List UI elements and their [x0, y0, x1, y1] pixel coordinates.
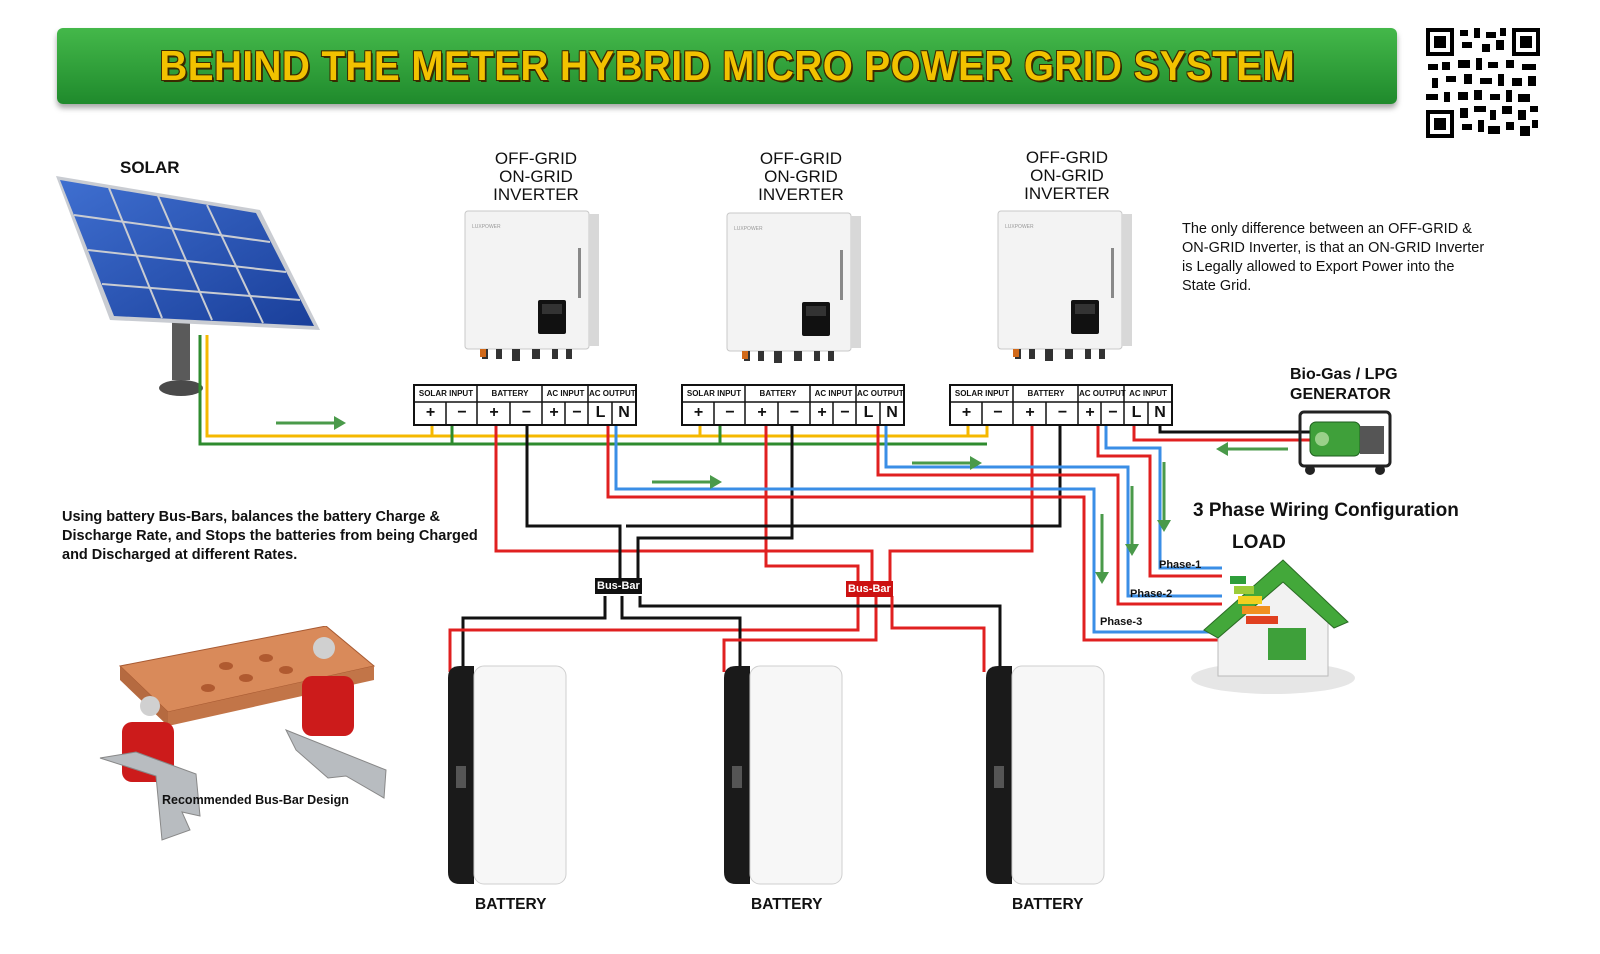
title-banner: BEHIND THE METER HYBRID MICRO POWER GRID…	[57, 28, 1397, 104]
inv2-battery-label: BATTERY	[759, 389, 797, 398]
busbar-positive-label: Bus-Bar	[846, 581, 893, 597]
three-phase-label: 3 Phase Wiring Configuration	[1193, 500, 1459, 521]
inv1-battery-positive-wire	[494, 423, 874, 582]
recommended-busbar-label: Recommended Bus-Bar Design	[162, 793, 349, 807]
terminal-symbol: −	[521, 404, 532, 421]
terminal-symbol: +	[757, 404, 767, 421]
battery-3-icon	[986, 665, 1105, 885]
inv1-battery-negative-wire	[525, 423, 622, 578]
busbar-note: Using battery Bus-Bars, balances the bat…	[62, 509, 478, 563]
inv3-battery-negative-wire	[626, 423, 1062, 528]
terminal-symbol: −	[457, 404, 467, 421]
terminal-symbol: −	[993, 404, 1003, 421]
terminal-symbol: L	[595, 404, 606, 421]
terminal-symbol: +	[817, 404, 827, 421]
solar-positive-wire	[205, 335, 989, 438]
generator-label: Bio-Gas / LPG GENERATOR	[1290, 366, 1398, 403]
inverter-3-icon: LUXPOWER	[997, 210, 1132, 361]
phase-3-label: Phase-3	[1100, 616, 1143, 628]
battery-3-label: BATTERY	[1012, 896, 1084, 913]
solar-negative-wire	[198, 335, 987, 446]
inv1-ac-input-label: AC INPUT	[546, 389, 585, 398]
battery-1-icon	[448, 665, 567, 885]
qr-code-icon	[1424, 26, 1542, 140]
terminal-symbol: −	[789, 404, 800, 421]
inverter-2-title: OFF-GRID ON-GRID INVERTER	[758, 149, 844, 204]
terminal-symbol: −	[840, 404, 850, 421]
terminal-symbol: L	[863, 404, 874, 421]
terminal-symbol: +	[489, 404, 499, 421]
inverter-1-terminal-block	[413, 384, 637, 426]
busbar-photo-icon	[99, 626, 387, 841]
inv3-ac-output-label: AC OUTPUT	[1079, 389, 1126, 398]
load-label: LOAD	[1232, 532, 1286, 553]
inv3-ac-input-label: AC INPUT	[1129, 389, 1167, 398]
inv2-solar-input-label: SOLAR INPUT	[686, 389, 742, 398]
inv1-solar-input-label: SOLAR INPUT	[418, 389, 474, 398]
brand-text: LUXPOWER	[734, 226, 763, 232]
inverter-1-icon: LUXPOWER	[464, 210, 599, 361]
battery-2-icon	[724, 665, 843, 885]
terminal-symbol: +	[1085, 404, 1095, 421]
terminal-symbol: +	[549, 404, 559, 421]
inv3-battery-positive-wire	[888, 423, 1034, 582]
brand-text: LUXPOWER	[1005, 224, 1034, 230]
inv1-ac-output-label: AC OUTPUT	[589, 389, 636, 398]
inverter-2-icon: LUXPOWER	[726, 212, 861, 363]
inv2-ac-output-label: AC OUTPUT	[857, 389, 904, 398]
terminal-symbol: +	[1025, 404, 1035, 421]
busbar-negative-label: Bus-Bar	[595, 578, 642, 594]
terminal-symbol: +	[425, 404, 436, 421]
terminal-symbol: −	[725, 404, 735, 421]
inverter-2-terminal-block	[681, 384, 905, 426]
battery-2-label: BATTERY	[751, 896, 823, 913]
inv2-battery-negative-wire	[636, 423, 794, 578]
terminal-symbol: L	[1131, 404, 1142, 421]
terminal-symbol: −	[1057, 404, 1068, 421]
inv3-battery-label: BATTERY	[1027, 389, 1065, 398]
phase-2-label: Phase-2	[1130, 588, 1173, 600]
inv2-battery-positive-wire	[764, 423, 860, 582]
inverter-1-title: OFF-GRID ON-GRID INVERTER	[493, 149, 579, 204]
inv3-solar-input-label: SOLAR INPUT	[954, 389, 1010, 398]
phase-1-label: Phase-1	[1159, 559, 1202, 571]
house-icon	[1191, 559, 1355, 694]
inverter-difference-note: The only difference between an OFF-GRID …	[1182, 221, 1485, 294]
solar-panel-icon	[56, 176, 320, 396]
terminal-symbol: +	[961, 404, 972, 421]
terminal-symbol: −	[1108, 404, 1118, 421]
inverter-3-terminal-block	[949, 384, 1173, 426]
terminal-symbol: N	[886, 404, 898, 421]
terminal-symbol: N	[1154, 404, 1166, 421]
inverter-3-title: OFF-GRID ON-GRID INVERTER	[1024, 148, 1110, 203]
terminal-symbol: +	[693, 404, 704, 421]
battery-1-label: BATTERY	[475, 896, 547, 913]
inv1-battery-label: BATTERY	[491, 389, 529, 398]
brand-text: LUXPOWER	[472, 224, 501, 230]
terminal-symbol: N	[618, 404, 630, 421]
generator-icon	[1298, 410, 1392, 475]
inv2-ac-input-label: AC INPUT	[814, 389, 853, 398]
page-title: BEHIND THE METER HYBRID MICRO POWER GRID…	[159, 42, 1295, 89]
terminal-symbol: −	[572, 404, 582, 421]
solar-label: SOLAR	[120, 158, 180, 177]
